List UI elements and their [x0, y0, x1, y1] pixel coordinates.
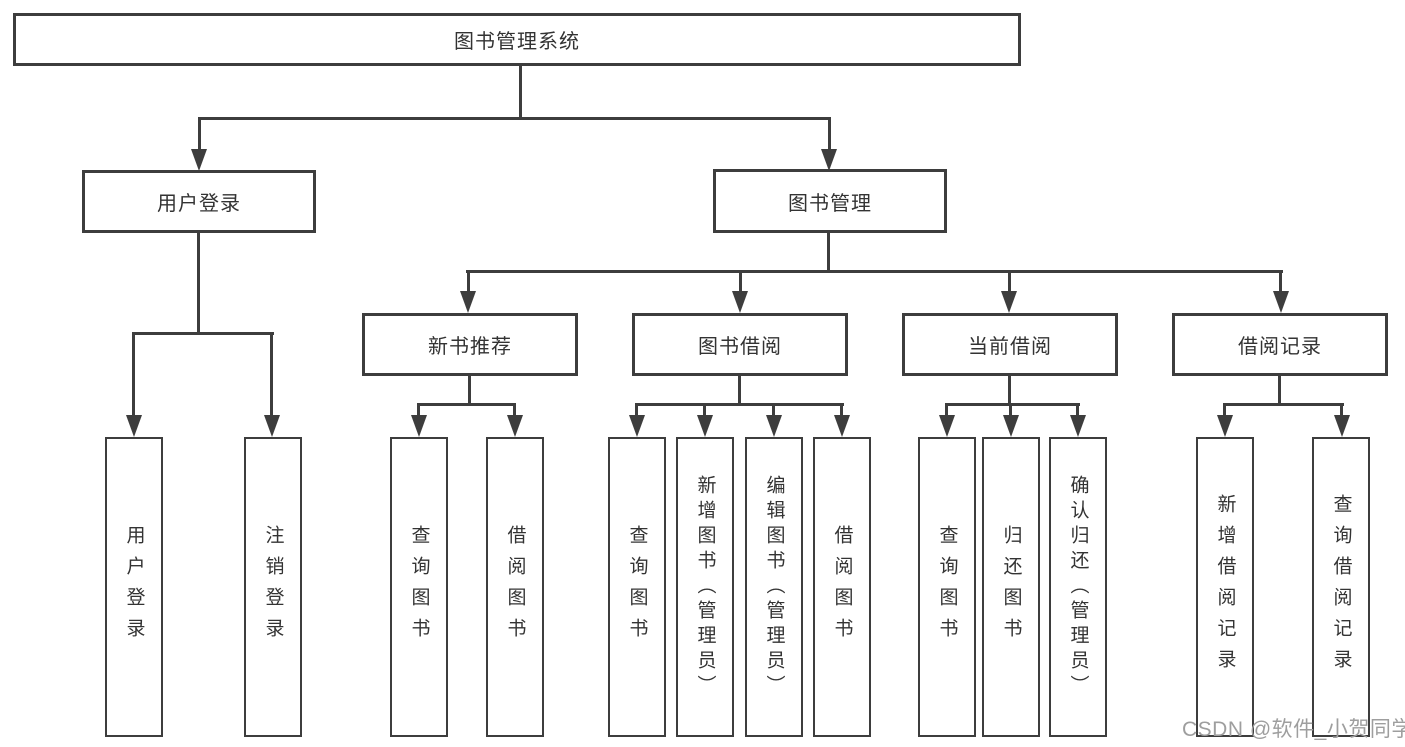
leaf-label: 查询图书 [408, 525, 430, 649]
leaf-add-borrow-record: 新增借阅记录 [1196, 437, 1254, 737]
arrow-down-icon [766, 415, 782, 437]
leaf-query-books: 查询图书 [918, 437, 976, 737]
node-borrow-records: 借阅记录 [1172, 313, 1388, 376]
leaf-label: 用户登录 [123, 525, 145, 649]
leaf-borrow-books: 借阅图书 [486, 437, 544, 737]
connector-line [1340, 405, 1343, 416]
connector-line [945, 405, 948, 416]
connector-line [703, 405, 706, 416]
node-root-label: 图书管理系统 [454, 31, 580, 53]
arrow-down-icon [126, 415, 142, 437]
connector-line [466, 270, 1283, 273]
connector-line [1223, 405, 1226, 416]
leaf-return-books: 归还图书 [982, 437, 1040, 737]
node-current-borrow: 当前借阅 [902, 313, 1118, 376]
arrow-down-icon [939, 415, 955, 437]
connector-line [1008, 376, 1011, 406]
connector-line [739, 272, 742, 293]
connector-line [197, 233, 200, 335]
connector-line [1009, 405, 1012, 416]
leaf-label: 借阅图书 [831, 525, 853, 649]
connector-line [828, 119, 831, 150]
connector-line [840, 405, 843, 416]
leaf-query-borrow-record: 查询借阅记录 [1312, 437, 1370, 737]
connector-line [132, 332, 274, 335]
node-label: 新书推荐 [428, 336, 512, 358]
arrow-down-icon [834, 415, 850, 437]
arrow-down-icon [1003, 415, 1019, 437]
connector-line [468, 376, 471, 406]
connector-line [198, 119, 201, 150]
leaf-logout: 注销登录 [244, 437, 302, 737]
arrow-down-icon [1273, 291, 1289, 313]
leaf-query-books: 查询图书 [608, 437, 666, 737]
arrow-down-icon [697, 415, 713, 437]
leaf-user-login: 用户登录 [105, 437, 163, 737]
node-user-login-label: 用户登录 [157, 193, 241, 215]
node-book-mgmt: 图书管理 [713, 169, 947, 233]
connector-line [132, 334, 135, 415]
connector-line [417, 405, 420, 416]
leaf-label: 注销登录 [262, 525, 284, 649]
leaf-label: 查询借阅记录 [1330, 494, 1352, 680]
arrow-down-icon [507, 415, 523, 437]
connector-line [1076, 405, 1079, 416]
arrow-down-icon [1217, 415, 1233, 437]
arrow-down-icon [1334, 415, 1350, 437]
node-book-mgmt-label: 图书管理 [788, 192, 872, 215]
leaf-label: 查询图书 [936, 525, 958, 649]
connector-line [270, 334, 273, 415]
node-label: 借阅记录 [1238, 336, 1322, 358]
node-label: 当前借阅 [968, 336, 1052, 358]
leaf-confirm-return-admin: 确认归还（管理员） [1049, 437, 1107, 737]
arrow-down-icon [821, 149, 837, 171]
leaf-label: 查询图书 [626, 525, 648, 649]
connector-line [513, 405, 516, 416]
leaf-borrow-books: 借阅图书 [813, 437, 871, 737]
arrow-down-icon [1070, 415, 1086, 437]
leaf-label: 编辑图书（管理员） [763, 474, 785, 700]
arrow-down-icon [1001, 291, 1017, 313]
arrow-down-icon [264, 415, 280, 437]
arrow-down-icon [191, 149, 207, 171]
leaf-label: 新增借阅记录 [1214, 494, 1236, 680]
arrow-down-icon [460, 291, 476, 313]
connector-line [1279, 272, 1282, 293]
leaf-label: 借阅图书 [504, 525, 526, 649]
connector-line [519, 64, 522, 120]
node-root: 图书管理系统 [13, 13, 1021, 66]
leaf-label: 确认归还（管理员） [1067, 474, 1089, 700]
arrow-down-icon [629, 415, 645, 437]
connector-line [417, 403, 516, 406]
leaf-edit-books-admin: 编辑图书（管理员） [745, 437, 803, 737]
connector-line [1278, 376, 1281, 406]
arrow-down-icon [732, 291, 748, 313]
connector-line [467, 272, 470, 293]
node-label: 图书借阅 [698, 336, 782, 358]
csdn-watermark: CSDN @软件_小贺同学 [1182, 718, 1405, 741]
leaf-query-books: 查询图书 [390, 437, 448, 737]
connector-line [772, 405, 775, 416]
connector-line [945, 403, 1080, 406]
connector-line [635, 405, 638, 416]
connector-line [1223, 403, 1344, 406]
node-new-book-recommend: 新书推荐 [362, 313, 578, 376]
connector-line [198, 117, 831, 120]
connector-line [827, 233, 830, 273]
connector-line [738, 376, 741, 406]
leaf-add-books-admin: 新增图书（管理员） [676, 437, 734, 737]
arrow-down-icon [411, 415, 427, 437]
node-user-login: 用户登录 [82, 170, 316, 233]
leaf-label: 新增图书（管理员） [694, 474, 716, 700]
leaf-label: 归还图书 [1000, 525, 1022, 649]
connector-line [1008, 272, 1011, 293]
connector-line [635, 403, 844, 406]
node-book-borrow: 图书借阅 [632, 313, 848, 376]
